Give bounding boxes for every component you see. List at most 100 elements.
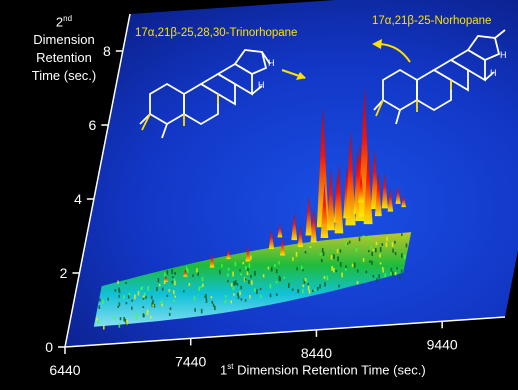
surface-speckle (370, 246, 372, 249)
surface-speckle (125, 281, 127, 285)
surface-speckle (242, 261, 244, 265)
surface-speckle (173, 290, 175, 295)
surface-speckle (401, 253, 403, 258)
surface-speckle (128, 292, 131, 296)
surface-speckle (250, 275, 252, 278)
surface-speckle (174, 295, 176, 298)
surface-speckle (275, 280, 278, 284)
surface-speckle (274, 264, 276, 268)
surface-speckle (302, 269, 304, 272)
surface-speckle (142, 295, 145, 298)
surface-speckle (168, 289, 171, 292)
surface-speckle (230, 300, 232, 304)
surface-speckle (127, 295, 130, 299)
surface-speckle (356, 269, 359, 273)
surface-speckle (237, 296, 240, 299)
y-tick-label: 6 (89, 117, 97, 133)
surface-speckle (168, 312, 171, 316)
surface-speckle (288, 283, 290, 288)
surface-speckle (254, 288, 256, 293)
surface-speckle (385, 242, 388, 248)
surface-speckle (304, 251, 307, 254)
surface-speckle (322, 251, 325, 256)
peak (316, 107, 329, 228)
surface-speckle (118, 302, 121, 307)
surface-speckle (103, 325, 105, 330)
surface-speckle (171, 269, 173, 274)
y-tick-label: 2 (60, 265, 68, 281)
peak (245, 245, 251, 262)
surface-speckle (248, 280, 250, 284)
surface-speckle (259, 287, 262, 291)
surface-speckle (302, 284, 305, 288)
surface-speckle (142, 296, 145, 300)
surface-speckle (308, 289, 311, 294)
surface-speckle (396, 267, 398, 270)
peak (381, 172, 388, 209)
surface-speckle (173, 300, 175, 303)
peak (183, 268, 188, 277)
surface-speckle (118, 323, 121, 328)
surface-speckle (182, 290, 185, 293)
surface-speckle (390, 267, 393, 272)
surface-speckle (172, 276, 174, 279)
surface-speckle (335, 269, 338, 273)
surface-speckle (376, 278, 378, 283)
surface-speckle (233, 281, 235, 286)
x-tick-label: 9440 (427, 336, 458, 352)
peak (268, 228, 275, 249)
surface-speckle (362, 258, 365, 262)
surface-speckle (351, 263, 354, 268)
surface-speckle (210, 296, 213, 299)
surface-speckle (147, 286, 150, 291)
surface-speckle (303, 278, 306, 284)
surface-speckle (270, 267, 273, 272)
peak (163, 275, 169, 282)
surface-speckle (330, 255, 333, 260)
surface-speckle (337, 256, 339, 262)
surface-speckle (302, 289, 304, 294)
peak-group (163, 87, 407, 282)
surface-speckle (369, 260, 371, 263)
surface-speckle (161, 287, 164, 291)
surface-speckle (344, 268, 347, 271)
surface-speckle (140, 287, 143, 291)
surface-speckle (188, 283, 191, 286)
surface-speckle (134, 294, 136, 300)
surface-speckle (234, 280, 237, 285)
surface-speckle (251, 280, 253, 285)
surface-speckle (158, 284, 161, 287)
surface-speckle (232, 271, 234, 277)
surface-speckle (227, 267, 230, 271)
surface-speckle (240, 285, 242, 290)
surface-speckle (249, 295, 251, 299)
surface-speckles (96, 233, 408, 330)
x-axis-line (64, 316, 506, 348)
surface-speckle (400, 269, 403, 273)
surface-speckle (331, 266, 333, 271)
surface-speckle (214, 305, 216, 311)
surface-speckle (131, 299, 133, 302)
surface-speckle (204, 295, 206, 298)
surface-speckle (320, 259, 323, 263)
surface-speckle (391, 271, 394, 277)
surface-speckle (221, 264, 223, 268)
surface-speckle (230, 283, 233, 287)
surface-speckle (224, 300, 227, 304)
annotation-trinorhopane: 17α,21β-25,28,30-Trinorhopane (135, 27, 298, 39)
surface-speckle (173, 278, 176, 281)
surface-speckle (198, 286, 201, 291)
surface-speckle (321, 248, 324, 253)
surface-speckle (345, 265, 347, 269)
surface-speckle (212, 303, 215, 307)
surface-speckle (304, 277, 306, 282)
surface-speckle (118, 287, 120, 292)
surface-speckle (211, 300, 214, 304)
surface-speckle (187, 268, 189, 273)
surface-speckle (386, 236, 388, 242)
surface-speckle (125, 302, 128, 305)
x-axis-title: 1st Dimension Retention Time (sec.) (220, 362, 426, 378)
surface-speckle (403, 254, 406, 259)
surface-speckle (98, 305, 101, 310)
surface-speckle (131, 306, 133, 310)
